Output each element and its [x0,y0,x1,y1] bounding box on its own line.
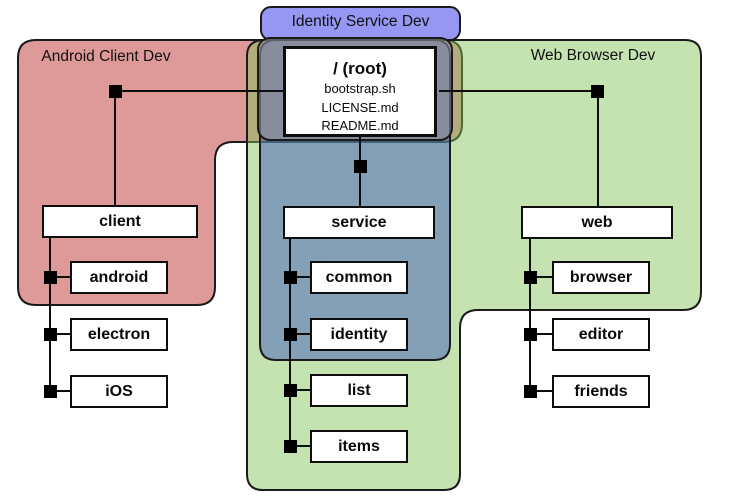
edge-ios-stub [50,390,70,392]
edge-list-stub [290,389,310,391]
junction-editor [524,328,537,341]
edge-common-stub [290,276,310,278]
node-items: items [310,430,408,463]
edge-service-column [289,239,291,446]
identity-service-dev-label: Identity Service Dev [291,13,430,30]
node-common: common [310,261,408,294]
node-root: / (root) bootstrap.sh LICENSE.md README.… [283,46,437,137]
web-browser-dev-label: Web Browser Dev [530,47,656,64]
edge-identity-stub [290,333,310,335]
node-editor: editor [552,318,650,351]
junction-ios [44,385,57,398]
node-ios: iOS [70,375,168,408]
junction-browser [524,271,537,284]
edge-editor-stub [530,333,552,335]
junction-web-top [591,85,604,98]
edge-web-column [529,239,531,391]
junction-list [284,384,297,397]
junction-service-top [354,160,367,173]
edge-client-drop [114,92,116,205]
node-service: service [283,206,435,239]
root-title: / (root) [333,59,387,78]
junction-common [284,271,297,284]
junction-friends [524,385,537,398]
edge-root-right-h [439,90,598,92]
junction-android [44,271,57,284]
node-android: android [70,261,168,294]
edge-electron-stub [50,333,70,335]
root-file-readme: README.md [321,118,399,133]
node-web: web [521,206,673,239]
root-file-bootstrap: bootstrap.sh [324,81,396,96]
edge-browser-stub [530,276,552,278]
edge-friends-stub [530,390,552,392]
node-list: list [310,374,408,407]
junction-items [284,440,297,453]
edge-client-column [49,238,51,391]
edge-web-drop [597,92,599,206]
edge-items-stub [290,445,310,447]
edge-root-left-h [115,90,285,92]
junction-electron [44,328,57,341]
junction-client-top [109,85,122,98]
root-file-license: LICENSE.md [321,99,399,115]
node-identity: identity [310,318,408,351]
android-client-dev-label: Android Client Dev [41,48,171,65]
junction-identity [284,328,297,341]
edge-android-stub [50,276,70,278]
node-client: client [42,205,198,238]
node-electron: electron [70,318,168,351]
node-browser: browser [552,261,650,294]
node-friends: friends [552,375,650,408]
